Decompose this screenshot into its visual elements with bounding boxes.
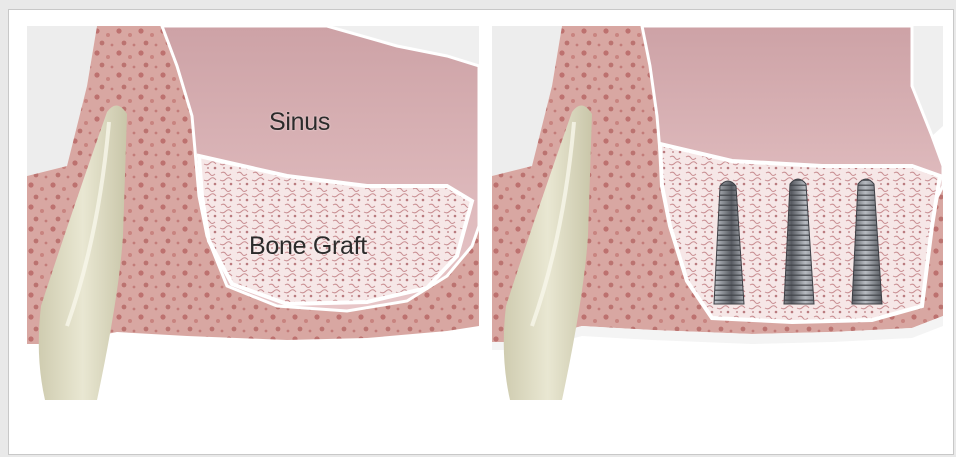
bone-graft-label: Bone Graft: [249, 232, 367, 261]
sinus-graft-illustration: Sinus Bone Graft: [27, 26, 479, 400]
implant-placement-drawing: [492, 26, 943, 400]
sinus-label: Sinus: [269, 108, 330, 137]
sinus-graft-drawing: [27, 26, 479, 400]
implant-placement-illustration: [492, 26, 943, 400]
figure-frame: Sinus Bone Graft: [8, 9, 954, 455]
